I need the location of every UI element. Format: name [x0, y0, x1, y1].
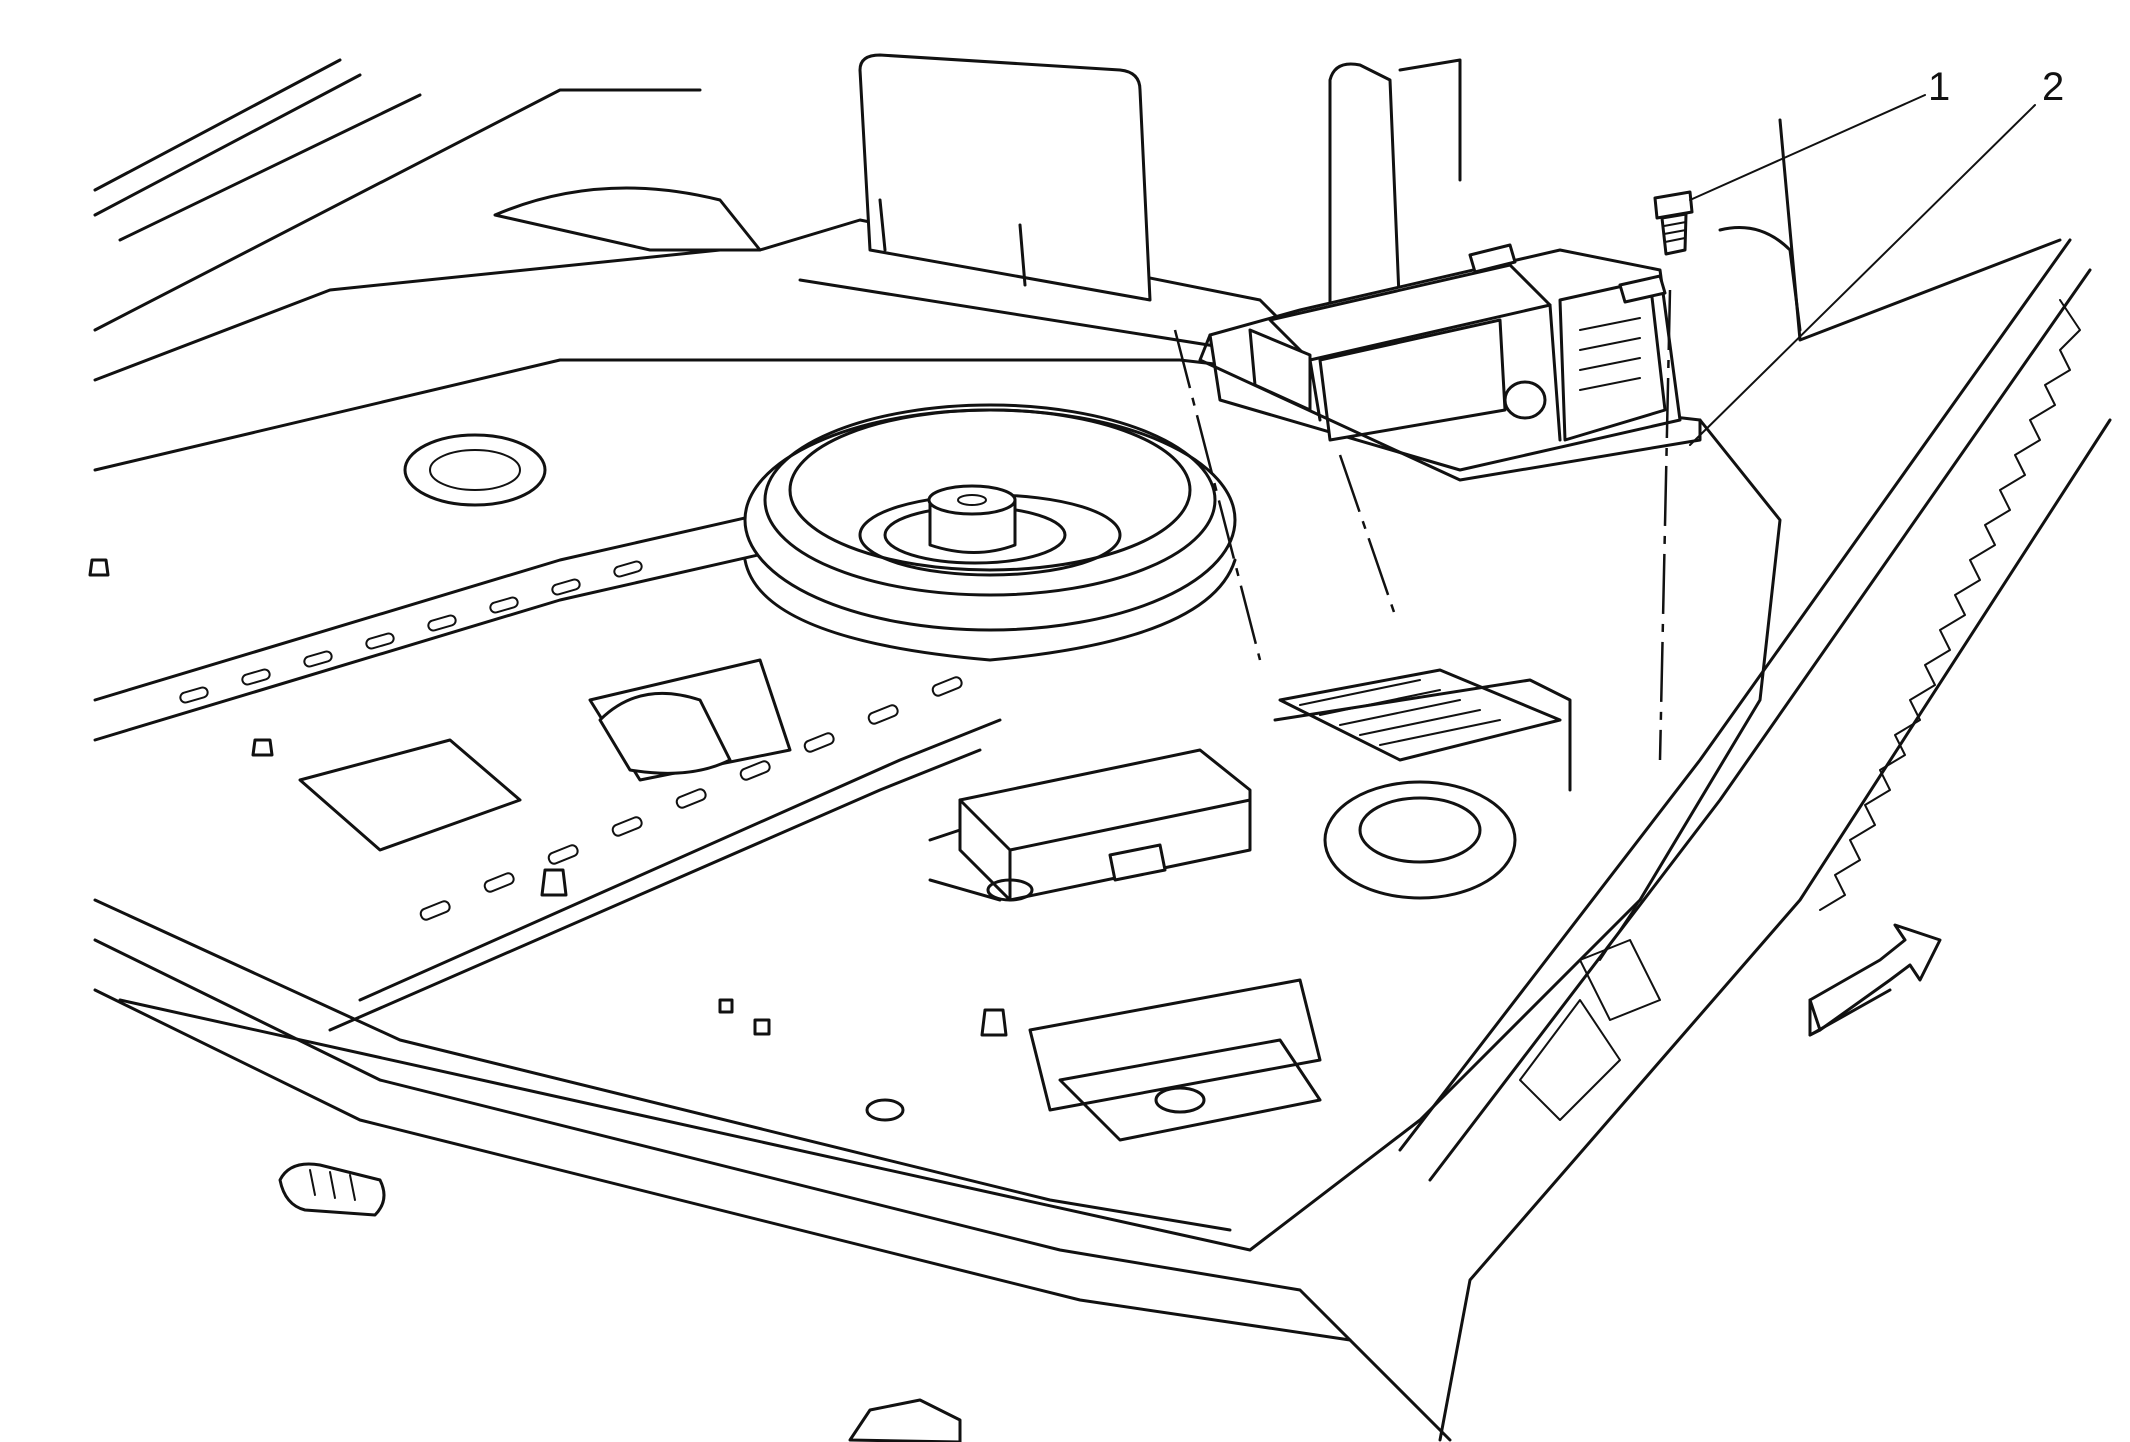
cross-member-slot [547, 844, 579, 865]
cross-member-slot [419, 900, 451, 921]
cross-member-slot [427, 614, 457, 632]
trunk-latch-clip [278, 1162, 962, 1442]
trunk-floor-pan [93, 358, 1782, 1442]
lower-module [928, 748, 1252, 902]
cross-member-slot [611, 816, 643, 837]
floor-cutouts [718, 978, 1322, 1142]
locating-pins [88, 558, 1008, 1037]
cross-member-slot [483, 872, 515, 893]
module-bolt [1653, 190, 1694, 256]
callout-2-label: 2 [2042, 65, 2064, 109]
cross-member-slot [613, 560, 643, 578]
center-recess [1278, 668, 1562, 762]
floor-cross-member [93, 508, 1002, 1032]
right-well [1273, 678, 1572, 900]
front-direction-arrow-icon [1808, 923, 1942, 1037]
cross-member-slot [179, 686, 209, 704]
headrest-left [858, 53, 1152, 302]
subwoofer-speaker [743, 403, 1237, 662]
left-quarter-panel [93, 58, 762, 382]
cross-member-slot [551, 578, 581, 596]
cross-member-slot [489, 596, 519, 614]
control-module [1198, 243, 1702, 482]
cross-member-slot [303, 650, 333, 668]
cross-member-slot [241, 668, 271, 686]
cross-member-slot [675, 788, 707, 809]
rear-seat-back [758, 53, 2062, 352]
cross-member-slot [739, 760, 771, 781]
cross-member-slot [867, 704, 899, 725]
installation-guide-lines [1173, 289, 1672, 761]
callout-1-label: 1 [1928, 65, 1950, 109]
left-well [298, 433, 792, 852]
cross-member-slot [803, 732, 835, 753]
callout-leaders [1689, 94, 2036, 446]
cross-member-slot [931, 676, 963, 697]
headrest-right [1328, 62, 1402, 332]
cross-member-slot [365, 632, 395, 650]
right-trunk-sill [1398, 238, 2112, 1442]
